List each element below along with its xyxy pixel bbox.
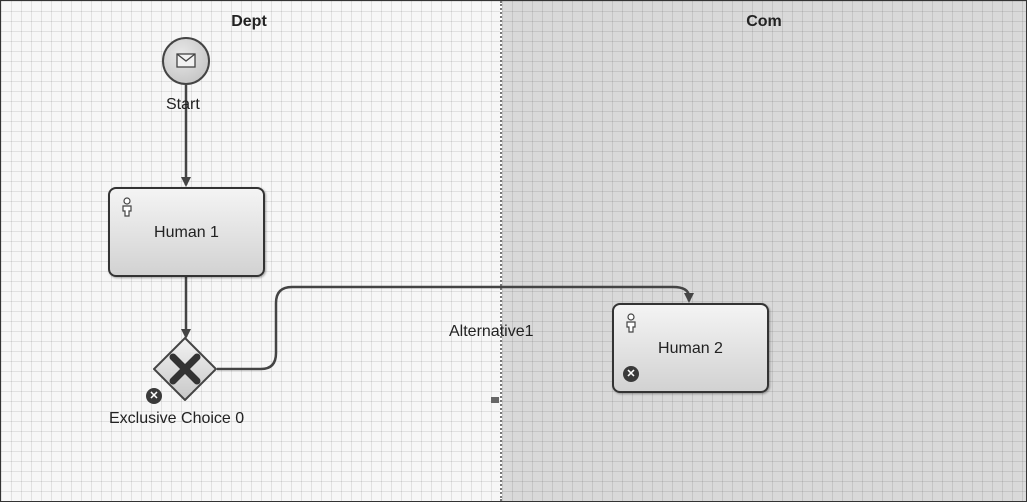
exclusive-gateway[interactable]: [152, 336, 218, 402]
lane-com[interactable]: [502, 1, 1026, 501]
flow-label-alternative1: Alternative1: [449, 323, 534, 340]
person-icon: [122, 197, 132, 217]
exclusive-gateway-label: Exclusive Choice 0: [109, 410, 245, 427]
person-icon: [626, 313, 636, 333]
task-human-1[interactable]: Human 1: [108, 187, 265, 277]
gateway-diamond: [152, 336, 218, 402]
lane-resize-handle[interactable]: [491, 397, 499, 403]
x-icon[interactable]: ✕: [146, 388, 162, 404]
start-event-label: Start: [166, 96, 200, 113]
lane-title-com: Com: [746, 13, 782, 30]
task-human-2[interactable]: Human 2 ✕: [612, 303, 769, 393]
lane-divider[interactable]: [500, 1, 502, 501]
flow-gateway-to-human2: [217, 285, 694, 371]
x-icon[interactable]: ✕: [623, 366, 639, 382]
task-human-1-label: Human 1: [154, 224, 219, 241]
start-event[interactable]: [162, 37, 210, 85]
task-human-2-label: Human 2: [658, 340, 723, 357]
x-marker-icon: [169, 353, 201, 385]
lane-title-dept: Dept: [231, 13, 267, 30]
envelope-icon: [176, 53, 196, 68]
